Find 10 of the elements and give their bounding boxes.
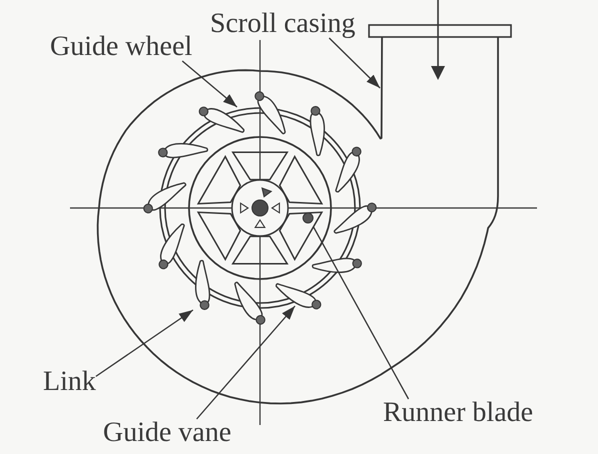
part-label: Scroll casing [210,10,356,38]
leader-arrow [182,60,238,108]
leader-arrow [196,306,296,420]
leader-line [312,226,410,400]
part-label: Link [43,368,96,396]
part-label: Guide vane [103,419,232,447]
leader-arrow [96,309,194,377]
part-label: Runner blade [383,399,534,427]
part-label: Guide wheel [50,33,192,61]
leader-arrow [328,38,380,88]
